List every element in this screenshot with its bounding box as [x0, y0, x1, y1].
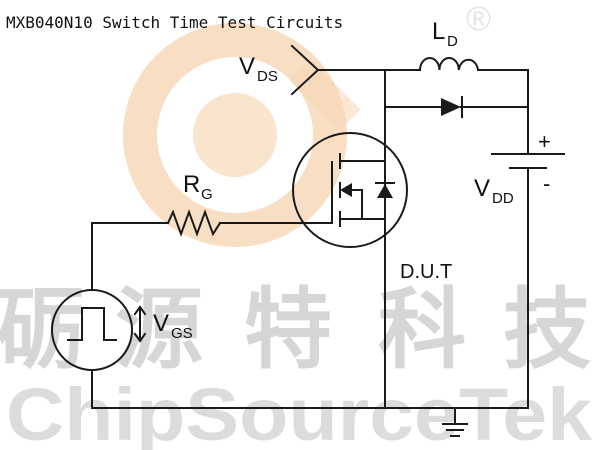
watermark-registered: ®	[466, 0, 491, 38]
label-plus: +	[538, 129, 551, 154]
label-vgs: V GS	[153, 310, 193, 342]
svg-text:R: R	[183, 171, 200, 198]
svg-text:V: V	[153, 310, 169, 337]
inductor-ld	[418, 57, 480, 72]
vdd-battery	[491, 153, 565, 169]
ground-symbol	[442, 407, 468, 437]
freewheel-diode	[441, 96, 463, 118]
svg-text:L: L	[432, 18, 445, 45]
label-ld: L D	[432, 18, 458, 50]
svg-text:GS: GS	[171, 325, 193, 342]
gate-resistor-rg	[166, 209, 222, 237]
label-vdd: V DD	[474, 175, 514, 207]
svg-text:G: G	[201, 186, 213, 203]
watermark-char-3: 特	[244, 277, 332, 381]
label-dut: D.U.T	[400, 261, 452, 283]
circuit-wires	[91, 44, 529, 409]
watermark-char-4: 科	[378, 277, 466, 381]
svg-text:V: V	[239, 53, 255, 80]
pulse-generator	[51, 289, 133, 371]
watermark-char-5: 技	[503, 277, 591, 381]
svg-text:DD: DD	[492, 190, 514, 207]
vgs-double-arrow	[133, 305, 147, 343]
svg-text:DS: DS	[257, 68, 278, 85]
svg-text:D: D	[447, 33, 458, 50]
watermark-brand: ChipSourceTek	[6, 373, 593, 450]
label-vds: V DS	[239, 53, 278, 85]
label-rg: R G	[183, 171, 213, 203]
watermark-char-2: 源	[115, 277, 203, 381]
mosfet-dut	[292, 132, 408, 248]
svg-text:V: V	[474, 175, 490, 202]
page-title: MXB040N10 Switch Time Test Circuits	[6, 13, 343, 32]
label-minus: -	[543, 171, 550, 196]
